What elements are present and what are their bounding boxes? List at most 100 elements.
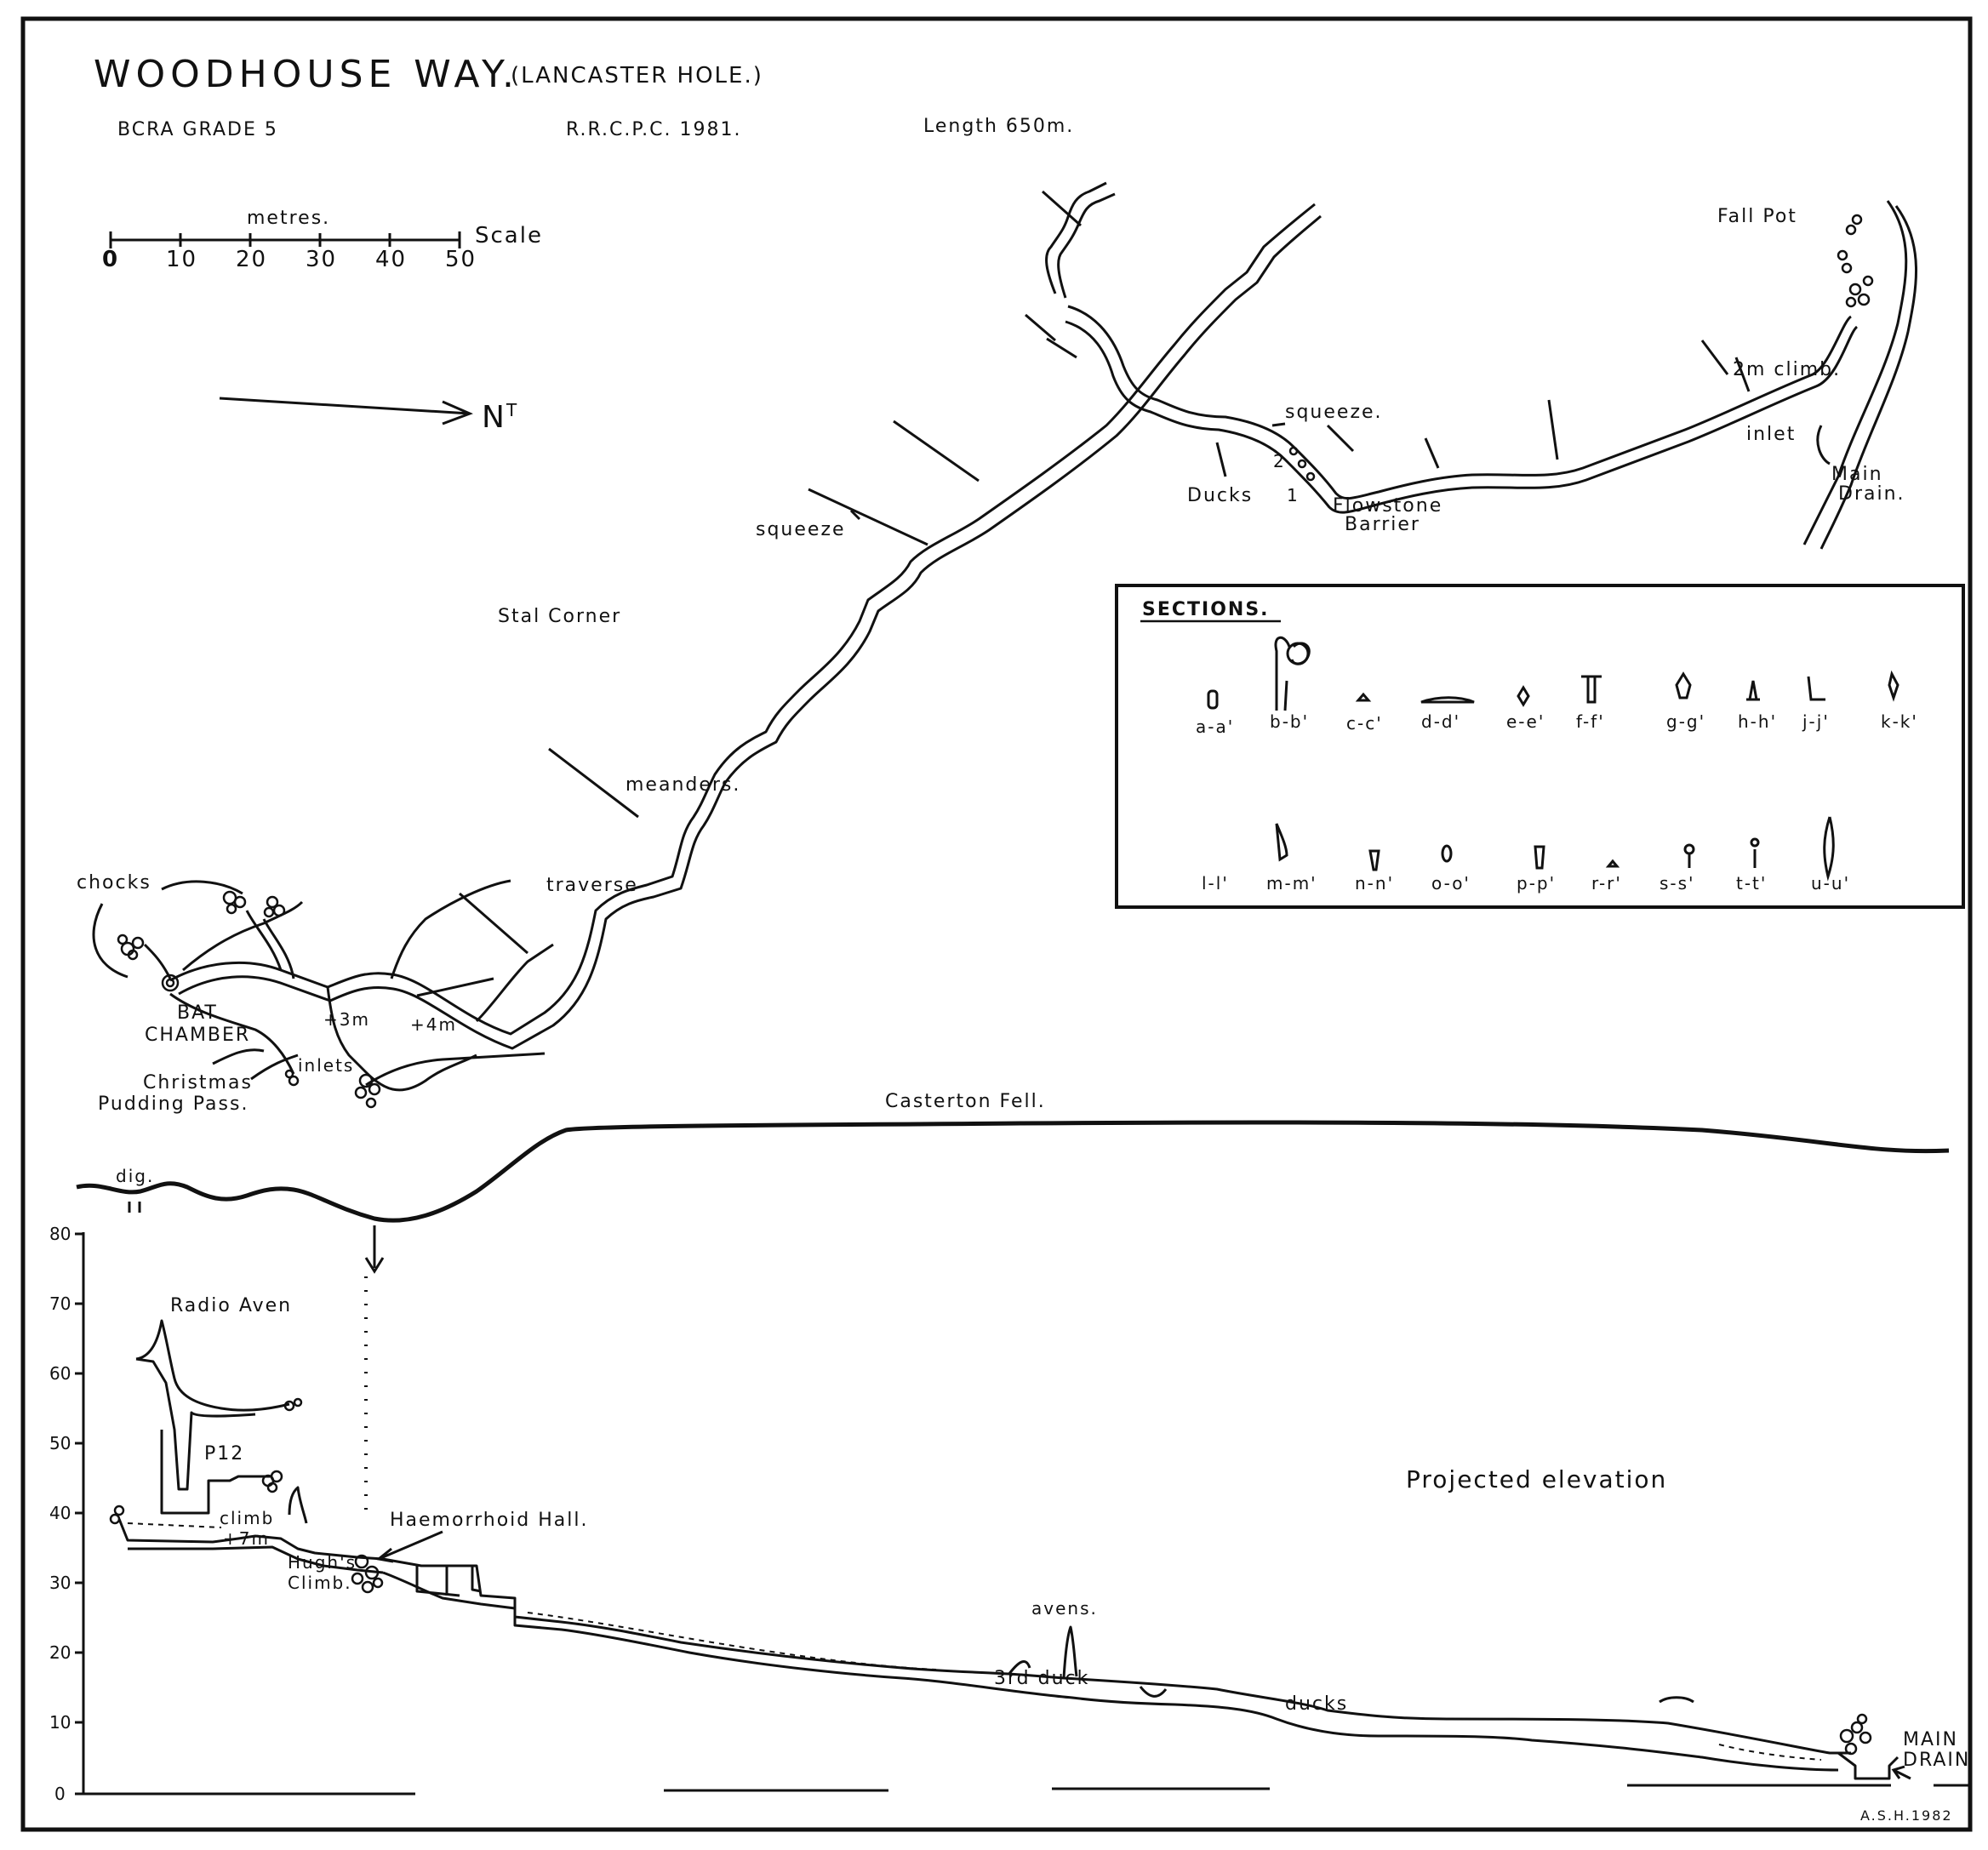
y-tick-70: 70 <box>49 1293 71 1314</box>
section-label-o: o-o' <box>1431 873 1471 894</box>
label-traverse: traverse <box>546 875 638 896</box>
label-avens: avens. <box>1031 1598 1098 1619</box>
scale-tick-50: 50 <box>445 247 477 272</box>
y-tick-50: 50 <box>49 1433 71 1453</box>
section-label-e: e-e' <box>1506 711 1545 732</box>
label-3rd-duck: 3rd duck <box>994 1668 1090 1689</box>
y-tick-20: 20 <box>49 1642 71 1663</box>
y-tick-30: 30 <box>49 1573 71 1593</box>
dig-marks <box>128 1202 141 1213</box>
section-label-m: m-m' <box>1266 873 1317 894</box>
section-label-c: c-c' <box>1346 713 1383 734</box>
label-flowstone-1: Flowstone <box>1333 495 1443 517</box>
label-stal-corner: Stal Corner <box>498 606 622 627</box>
survey-credit: R.R.C.P.C. 1981. <box>566 119 742 140</box>
label-inlet: inlet <box>1746 424 1797 445</box>
label-casterton-fell: Casterton Fell. <box>885 1091 1046 1112</box>
sections-box <box>1115 584 1965 909</box>
scale-unit-label: metres. <box>247 208 331 229</box>
section-label-t: t-t' <box>1736 873 1768 894</box>
scale-tick-0: 0 <box>102 247 120 272</box>
label-squeeze-west: squeeze <box>756 519 846 540</box>
label-duck-2: 2 <box>1273 451 1286 471</box>
map-title-suffix: (LANCASTER HOLE.) <box>511 63 763 89</box>
label-inlets: inlets <box>298 1055 355 1076</box>
section-label-j: j-j' <box>1802 711 1830 732</box>
elevation-axis <box>75 1232 1971 1796</box>
bcra-grade: BCRA GRADE 5 <box>117 119 278 140</box>
label-haemorrhoid-hall: Haemorrhoid Hall. <box>390 1510 589 1531</box>
section-label-f: f-f' <box>1576 711 1605 732</box>
north-letter: N <box>482 400 506 435</box>
y-tick-0: 0 <box>54 1784 66 1804</box>
map-border <box>20 16 1973 1832</box>
label-christmas-1: Christmas <box>143 1072 253 1093</box>
label-ducks: Ducks <box>1187 485 1254 506</box>
elevation-arrows <box>375 1530 1911 1780</box>
cave-length: Length 650m. <box>923 116 1075 137</box>
section-label-n: n-n' <box>1355 873 1395 894</box>
section-label-a: a-a' <box>1196 717 1235 737</box>
label-ducks-elevation: ducks <box>1285 1693 1349 1715</box>
label-plus4: +4m <box>410 1014 457 1035</box>
section-label-g: g-g' <box>1666 711 1706 732</box>
label-meanders: meanders. <box>626 774 741 796</box>
y-tick-60: 60 <box>49 1363 71 1384</box>
label-flowstone-2: Barrier <box>1345 514 1420 535</box>
elevation-passage <box>117 1319 1899 1780</box>
label-squeeze-east: squeeze. <box>1285 402 1383 423</box>
section-label-d: d-d' <box>1421 711 1461 732</box>
elevation-water <box>127 1522 1822 1761</box>
label-main-drain-elev-1: MAIN <box>1903 1729 1958 1750</box>
y-tick-40: 40 <box>49 1503 71 1523</box>
label-main-drain-elev-2: DRAIN <box>1903 1750 1971 1771</box>
elevation-boulders <box>109 1397 1872 1756</box>
section-label-h: h-h' <box>1738 711 1778 732</box>
y-tick-80: 80 <box>49 1224 71 1244</box>
scale-tick-10: 10 <box>166 247 198 272</box>
section-label-u: u-u' <box>1811 873 1851 894</box>
label-chocks: chocks <box>77 872 151 894</box>
section-label-s: s-s' <box>1660 873 1695 894</box>
label-plus7: +7m <box>223 1528 270 1549</box>
label-bat-chamber-2: CHAMBER <box>145 1025 251 1046</box>
plan-arrows <box>92 422 1831 1081</box>
map-title: WOODHOUSE WAY. <box>94 53 520 96</box>
scale-tick-30: 30 <box>306 247 338 272</box>
label-bat-chamber-1: BAT <box>177 1002 218 1024</box>
scale-tick-40: 40 <box>375 247 408 272</box>
section-shapes <box>1207 636 1899 882</box>
sections-title: SECTIONS. <box>1142 599 1270 620</box>
label-2m-climb: 2m climb. <box>1733 359 1842 380</box>
section-label-l: l-l' <box>1202 873 1229 894</box>
label-hughs-climb-2: Climb. <box>288 1573 352 1593</box>
north-arrow-icon <box>219 397 473 425</box>
label-main-drain-plan-2: Drain. <box>1838 483 1905 505</box>
section-label-r: r-r' <box>1591 873 1622 894</box>
label-fall-pot: Fall Pot <box>1717 206 1797 227</box>
scale-tick-20: 20 <box>236 247 268 272</box>
label-main-drain-plan-1: Main <box>1831 464 1883 485</box>
label-projected-elevation: Projected elevation <box>1406 1465 1668 1493</box>
label-christmas-2: Pudding Pass. <box>98 1093 249 1115</box>
label-plus3: +3m <box>323 1009 370 1030</box>
surface-profile <box>76 1120 1950 1223</box>
label-radio-aven: Radio Aven <box>170 1295 293 1316</box>
section-label-p: p-p' <box>1517 873 1557 894</box>
label-dig: dig. <box>116 1166 155 1186</box>
plan-passage <box>143 181 1918 1092</box>
label-hughs-climb-1: Hugh's <box>288 1552 357 1573</box>
surveyor-signature: A.S.H.1982 <box>1860 1807 1953 1824</box>
section-label-k: k-k' <box>1881 711 1918 732</box>
section-label-b: b-b' <box>1270 711 1310 732</box>
label-duck-1: 1 <box>1287 485 1300 505</box>
plan-boulders <box>117 214 1874 1109</box>
scale-word: Scale <box>475 223 543 248</box>
north-label: NT <box>482 400 518 435</box>
scale-bar <box>109 231 461 248</box>
label-climb: climb <box>220 1508 275 1528</box>
north-true-sup: T <box>506 400 519 420</box>
projection-dotted-line <box>364 1225 385 1274</box>
y-tick-10: 10 <box>49 1712 71 1733</box>
